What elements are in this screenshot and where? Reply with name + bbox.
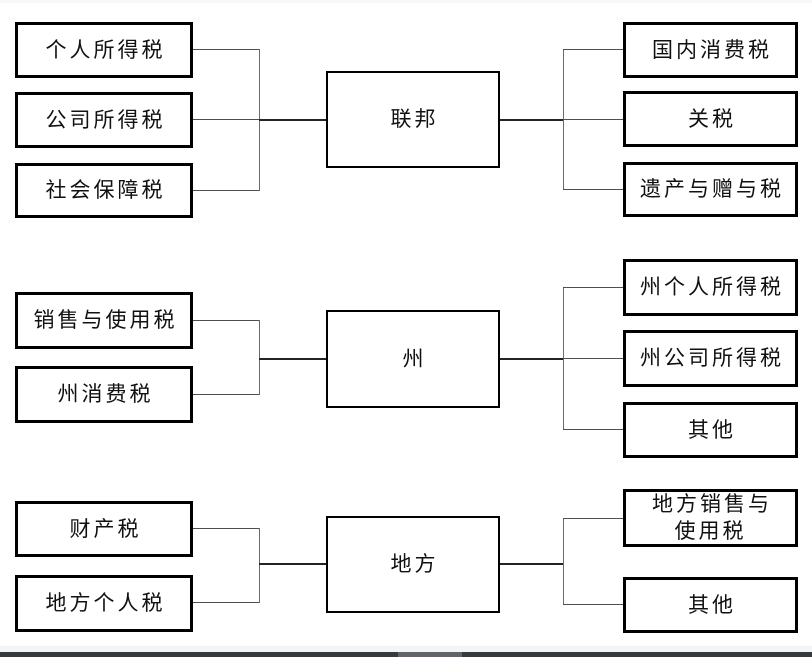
connector-line [193, 602, 259, 603]
connector-line [259, 528, 260, 603]
node-local: 地方 [326, 516, 500, 613]
node-estate-gift-tax: 遗产与赠与税 [623, 162, 798, 217]
connector-line [563, 518, 564, 605]
window-bottom-margin [0, 646, 812, 652]
node-local-other: 其他 [623, 577, 798, 633]
connector-line [193, 320, 259, 321]
connector-line [563, 287, 623, 288]
connector-line [500, 563, 563, 565]
node-state-excise-tax: 州消费税 [15, 366, 193, 423]
connector-line [259, 563, 326, 565]
node-property-tax: 财产税 [15, 501, 193, 557]
connector-line [563, 518, 623, 519]
node-local-sales-use-tax: 地方销售与 使用税 [623, 489, 798, 547]
window-top-edge [0, 0, 812, 3]
connector-line [193, 119, 259, 120]
connector-line [259, 119, 326, 121]
connector-line [563, 189, 623, 190]
node-state-corporate-income-tax: 州公司所得税 [623, 330, 798, 387]
connector-line [259, 320, 260, 395]
connector-line [193, 190, 259, 191]
connector-line [563, 604, 623, 605]
connector-line [193, 49, 259, 50]
connector-line [563, 429, 623, 430]
node-federal: 联邦 [326, 71, 500, 168]
node-state-personal-income-tax: 州个人所得税 [623, 259, 798, 316]
connector-line [500, 119, 563, 121]
node-corporate-income-tax: 公司所得税 [15, 92, 193, 148]
window-resize-handle [398, 652, 462, 657]
node-domestic-excise-tax: 国内消费税 [623, 22, 798, 78]
connector-line [563, 49, 623, 50]
connector-line [500, 358, 563, 360]
connector-line [563, 119, 623, 120]
node-social-security-tax: 社会保障税 [15, 163, 193, 218]
node-state: 州 [326, 310, 500, 408]
node-customs-duty: 关税 [623, 91, 798, 147]
connector-line [563, 358, 623, 359]
connector-line [259, 358, 326, 360]
node-personal-income-tax: 个人所得税 [15, 22, 193, 78]
connector-line [193, 394, 259, 395]
node-local-personal-tax: 地方个人税 [15, 575, 193, 632]
node-state-other: 其他 [623, 402, 798, 458]
connector-line [193, 528, 259, 529]
node-sales-use-tax: 销售与使用税 [15, 292, 193, 349]
